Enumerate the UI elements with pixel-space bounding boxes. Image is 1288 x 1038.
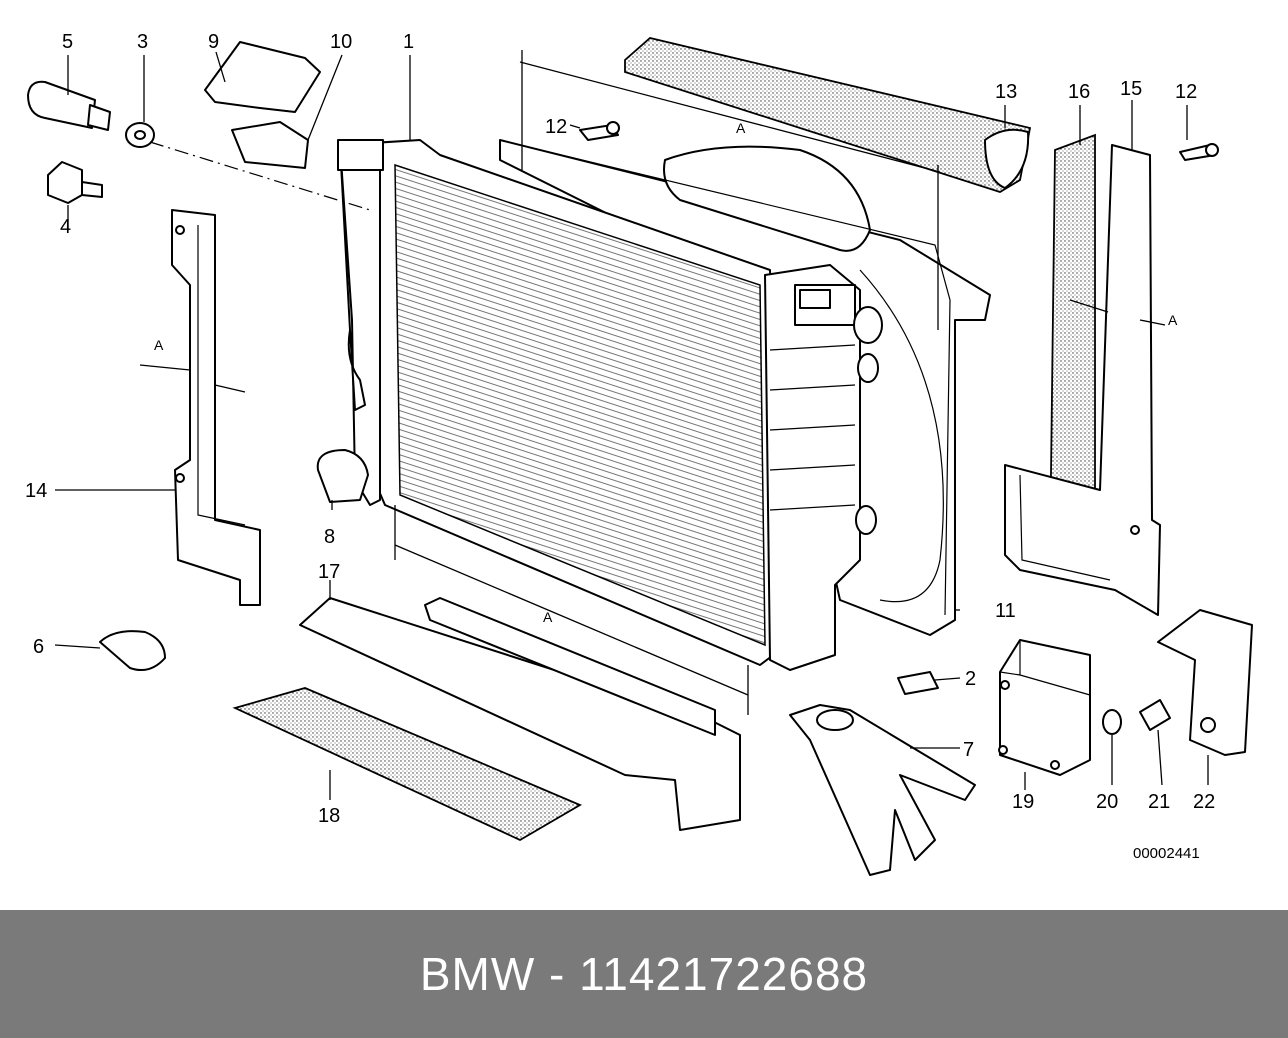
footer-banner: BMW - 11421722688	[0, 910, 1288, 1038]
callout-10: 10	[330, 31, 352, 53]
callout-19: 19	[1012, 791, 1034, 813]
callout-22: 22	[1193, 791, 1215, 813]
left-bracket	[171, 209, 261, 606]
leader-lines	[54, 51, 1209, 800]
radiator-end-tank	[347, 264, 883, 671]
callout-1: 1	[403, 31, 414, 53]
callout-2: 2	[965, 668, 976, 690]
callout-7: 7	[963, 739, 974, 761]
callout-20: 20	[1096, 791, 1118, 813]
callout-11: 11	[995, 600, 1016, 622]
reference-number: 00002441	[1133, 845, 1200, 862]
lower-foam-strip	[232, 687, 583, 842]
top-seal-strip	[624, 37, 1032, 193]
callout-labels: 1 2 3 4 5 6 7 8 9 10 11 12 12 13 14 15 1…	[25, 31, 1215, 827]
exploded-parts-diagram: 1 2 3 4 5 6 7 8 9 10 11 12 12 13 14 15 1…	[25, 31, 1253, 876]
small-parts	[27, 41, 1253, 756]
callout-4: 4	[60, 216, 71, 238]
callout-15: 15	[1120, 78, 1142, 100]
callout-13: 13	[995, 81, 1017, 103]
radiator	[337, 139, 781, 666]
dimension-a-bottom: A	[543, 609, 553, 625]
control-module	[998, 639, 1091, 776]
support-bracket	[789, 704, 976, 876]
callout-14: 14	[25, 480, 47, 502]
dimension-a-left: A	[154, 337, 164, 353]
lower-air-duct	[299, 597, 741, 831]
callout-16: 16	[1068, 81, 1090, 103]
callout-12b: 12	[1175, 81, 1197, 103]
callout-3: 3	[137, 31, 148, 53]
callout-8: 8	[324, 526, 335, 548]
right-brackets	[1004, 133, 1161, 616]
dimension-labels: A A A A	[154, 120, 1178, 625]
dimension-a-top: A	[736, 120, 746, 136]
callout-18: 18	[318, 805, 340, 827]
dimension-a-right: A	[1168, 312, 1178, 328]
dimension-lines	[139, 50, 1166, 715]
callout-6: 6	[33, 636, 44, 658]
callout-5: 5	[62, 31, 73, 53]
callout-21: 21	[1148, 791, 1170, 813]
footer-title: BMW - 11421722688	[419, 948, 869, 1000]
callout-12a: 12	[545, 116, 567, 138]
callout-17: 17	[318, 561, 340, 583]
callout-9: 9	[208, 31, 219, 53]
